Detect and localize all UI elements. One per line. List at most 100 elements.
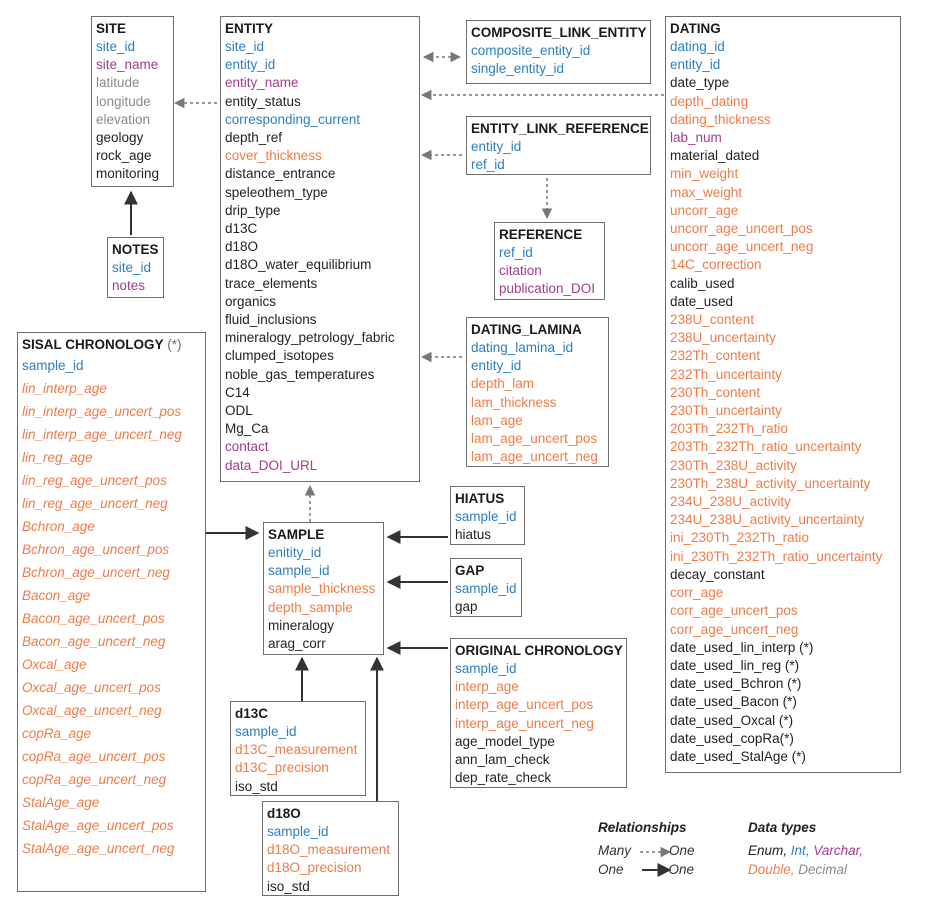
table-title-text: DATING xyxy=(670,21,721,36)
field-int: site_id xyxy=(225,39,265,54)
field-enum: date_used xyxy=(670,293,734,309)
field-varchar: site_name xyxy=(96,57,159,73)
field-double: lam_thickness xyxy=(471,394,557,410)
field-double: Bchron_age xyxy=(22,519,95,534)
field-int: sample_id xyxy=(267,824,329,839)
table-title: NOTES xyxy=(112,241,159,259)
field-double: min_weight xyxy=(670,166,739,182)
table-title-text: ENTITY xyxy=(225,21,274,36)
field-enum: arag_corr xyxy=(268,636,326,652)
field-enum: iso_std xyxy=(267,878,310,894)
field-int: sample_id xyxy=(235,724,297,739)
field-enum: speleothem_type xyxy=(225,184,328,200)
field-enum: d18O xyxy=(225,239,259,255)
field-double: dating_thickness xyxy=(670,111,771,127)
field-enum: noble_gas_temperatures xyxy=(225,366,375,382)
field-enum: fluid_inclusions xyxy=(225,312,317,328)
field-varchar: citation xyxy=(499,263,542,279)
table-title-text: SISAL CHRONOLOGY xyxy=(22,337,164,352)
field-int: entity_id xyxy=(670,57,721,73)
field-double: Bacon_age xyxy=(22,588,91,603)
field-double: interp_age_uncert_neg xyxy=(455,715,594,731)
field-enum: entity_status xyxy=(225,93,301,109)
field-enum: date_used_copRa(*) xyxy=(670,730,794,746)
table-sisal-chronology[interactable]: SISAL CHRONOLOGY (*) sample_id lin_interp_… xyxy=(17,332,206,892)
field-double: ini_230Th_232Th_ratio xyxy=(670,530,809,546)
field-int: sample_id xyxy=(455,581,517,596)
table-title: ENTITY xyxy=(225,20,415,38)
field-double: lin_reg_age_uncert_neg xyxy=(22,496,168,511)
field-enum: depth_ref xyxy=(225,130,283,146)
field-double: Oxcal_age_uncert_pos xyxy=(22,680,161,695)
legend-type-double: Double xyxy=(748,862,791,877)
field-varchar: contact xyxy=(225,439,269,455)
legend-type-separator: , xyxy=(805,843,814,858)
field-enum: d13C xyxy=(225,221,258,237)
field-enum: ODL xyxy=(225,403,253,419)
legend-types-row-2: Double, Decimal xyxy=(748,860,863,879)
field-enum: date_used_lin_interp (*) xyxy=(670,639,814,655)
field-int: corresponding_current xyxy=(225,111,361,127)
field-int: ref_id xyxy=(471,157,505,173)
legend-type-decimal: Decimal xyxy=(798,862,848,877)
field-enum: trace_elements xyxy=(225,275,318,291)
field-enum: calib_used xyxy=(670,275,735,291)
field-int: dating_lamina_id xyxy=(471,340,574,355)
field-int: sample_id xyxy=(22,358,84,373)
field-double: depth_sample xyxy=(268,599,353,615)
field-enum: material_dated xyxy=(670,148,760,164)
field-double: uncorr_age_uncert_pos xyxy=(670,221,813,237)
field-enum: drip_type xyxy=(225,202,281,218)
field-enum: date_type xyxy=(670,75,730,91)
table-title-text: REFERENCE xyxy=(499,227,583,242)
field-enum: distance_entrance xyxy=(225,166,336,182)
field-double: lam_age_uncert_neg xyxy=(471,449,598,465)
legend-relationships-title: Relationships xyxy=(598,820,687,835)
field-enum: dep_rate_check xyxy=(455,770,552,786)
field-enum: ann_lam_check xyxy=(455,752,550,768)
field-double: sample_thickness xyxy=(268,581,376,597)
legend-type-separator: , xyxy=(783,843,791,858)
table-title: HIATUS xyxy=(455,490,520,508)
field-double: lin_reg_age xyxy=(22,450,93,465)
legend-type-separator: , xyxy=(790,862,799,877)
field-enum: Mg_Ca xyxy=(225,421,269,437)
table-title-text: HIATUS xyxy=(455,491,505,506)
field-double: 230Th_238U_activity xyxy=(670,457,797,473)
field-decimal: longitude xyxy=(96,93,151,109)
field-varchar: lab_num xyxy=(670,130,722,146)
field-double: 230Th_238U_activity_uncertainty xyxy=(670,475,871,491)
field-double: depth_dating xyxy=(670,93,749,109)
field-double: cover_thickness xyxy=(225,148,322,164)
field-enum: date_used_Oxcal (*) xyxy=(670,712,794,728)
field-int: site_id xyxy=(112,260,152,275)
field-double: lam_age xyxy=(471,412,523,428)
table-title: ORIGINAL CHRONOLOGY xyxy=(455,642,623,660)
field-double: lin_interp_age_uncert_pos xyxy=(22,404,182,419)
table-title: DATING xyxy=(670,20,896,38)
field-enum: date_used_Bchron (*) xyxy=(670,676,802,692)
field-decimal: elevation xyxy=(96,111,151,127)
field-double: interp_age xyxy=(455,679,519,695)
table-title-text: DATING_LAMINA xyxy=(471,322,582,337)
table-title: SISAL CHRONOLOGY (*) xyxy=(22,336,201,354)
field-varchar: entity_name xyxy=(225,75,299,91)
field-enum: decay_constant xyxy=(670,566,765,582)
field-enum: gap xyxy=(455,599,478,615)
field-double: 238U_content xyxy=(670,312,755,328)
field-int: entity_id xyxy=(471,358,522,374)
